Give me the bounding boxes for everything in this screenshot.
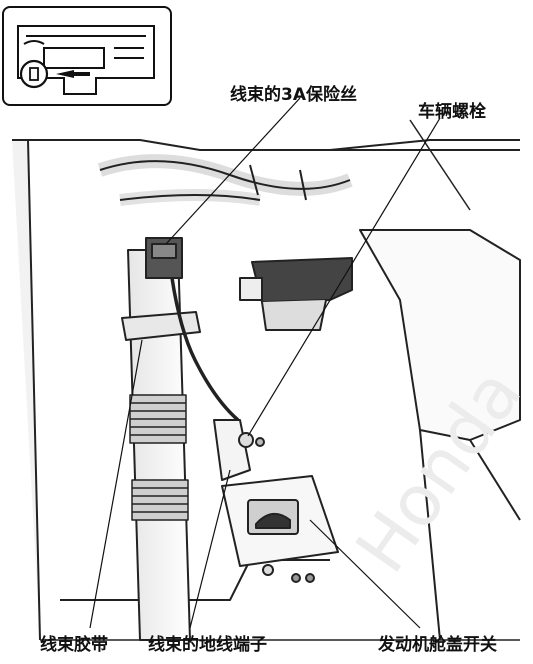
leader-tie — [89, 339, 143, 629]
leader-ground — [189, 469, 231, 629]
label-vehicle-bolt: 车辆螺栓 — [418, 102, 486, 122]
ground-terminal — [213, 419, 251, 481]
leader-fuse — [165, 97, 301, 245]
dashboard-locator-icon — [17, 25, 155, 95]
label-harness-3a-fuse: 线束的3A保险丝 — [230, 85, 357, 105]
arrow-left-icon — [56, 70, 90, 78]
locator-inset — [2, 6, 172, 106]
strut-column — [127, 249, 191, 641]
harness-tie-band — [121, 311, 201, 341]
connector-block — [251, 257, 353, 303]
leader-bolt — [247, 117, 441, 437]
leader-switch — [309, 519, 421, 629]
label-harness-tie: 线束胶带 — [40, 635, 108, 655]
leader-lines — [89, 97, 441, 629]
fender-panel — [359, 229, 521, 441]
vehicle-bolt — [238, 432, 254, 448]
label-hood-switch: 发动机舱盖开关 — [378, 635, 497, 655]
harness-wire — [170, 277, 240, 422]
tape-bands — [129, 394, 189, 521]
hood-switch-locator-icon — [19, 59, 49, 89]
left-panel — [12, 139, 41, 641]
label-ground-terminal: 线束的地线端子 — [148, 635, 267, 655]
